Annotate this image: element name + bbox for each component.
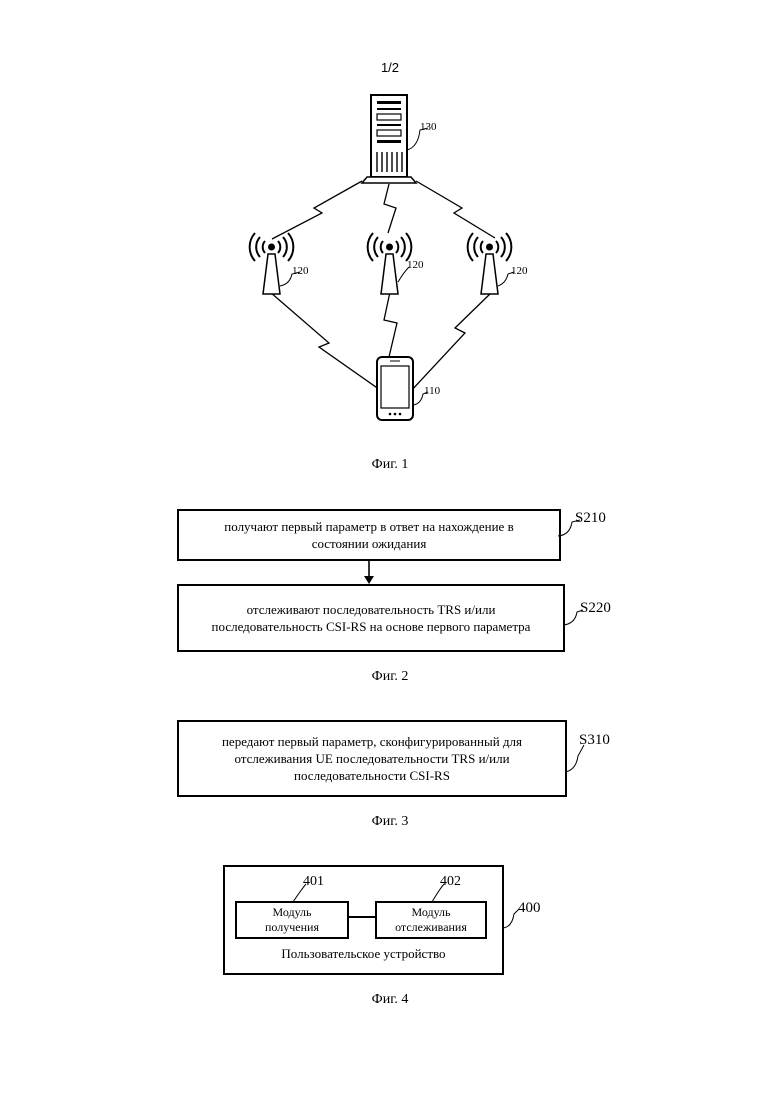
flow-arrow (364, 561, 374, 584)
server-icon (362, 95, 416, 183)
step-s220-box: отслеживают последовательность TRS и/или… (177, 584, 565, 652)
server-ref: 130 (420, 121, 437, 133)
tracking-module-ref: 402 (440, 874, 461, 890)
receiving-module-box: Модуль получения (235, 901, 349, 939)
fig4-caption: Фиг. 4 (290, 992, 490, 1008)
receiving-module-ref: 401 (303, 874, 324, 890)
step-s310-text-line3: последовательности CSI-RS (222, 767, 522, 784)
station-ref-center: 120 (407, 259, 424, 271)
tracking-module-label-line2: отслеживания (395, 920, 467, 935)
step-s310-box: передают первый параметр, сконфигурирова… (177, 720, 567, 797)
tracking-module-label-line1: Модуль (411, 905, 450, 920)
step-s220-ref: S220 (580, 600, 611, 617)
step-s310-ref: S310 (579, 732, 610, 749)
user-device-ref: 400 (518, 900, 541, 917)
step-s310-text-line1: передают первый параметр, сконфигурирова… (222, 733, 522, 750)
step-s210-text-line1: получают первый параметр в ответ на нахо… (224, 518, 513, 535)
step-s210-ref: S210 (575, 510, 606, 527)
tracking-module-box: Модуль отслеживания (375, 901, 487, 939)
receiving-module-label-line2: получения (265, 920, 319, 935)
base-station-icon (250, 233, 294, 294)
step-s210-text-line2: состоянии ожидания (224, 535, 513, 552)
phone-icon (377, 357, 413, 420)
receiving-module-label-line1: Модуль (272, 905, 311, 920)
phone-ref: 110 (424, 385, 440, 397)
fig1-caption: Фиг. 1 (290, 457, 490, 473)
base-station-icon (368, 233, 412, 294)
fig3-caption: Фиг. 3 (290, 814, 490, 830)
base-station-icon (468, 233, 512, 294)
station-ref-left: 120 (292, 265, 309, 277)
step-s220-text-line1: отслеживают последовательность TRS и/или (212, 601, 531, 618)
user-device-label: Пользовательское устройство (223, 946, 504, 962)
fig2-caption: Фиг. 2 (290, 669, 490, 685)
step-s310-text-line2: отслеживания UE последовательности TRS и… (222, 750, 522, 767)
step-s220-text-line2: последовательность CSI-RS на основе перв… (212, 618, 531, 635)
step-s210-box: получают первый параметр в ответ на нахо… (177, 509, 561, 561)
station-ref-right: 120 (511, 265, 528, 277)
